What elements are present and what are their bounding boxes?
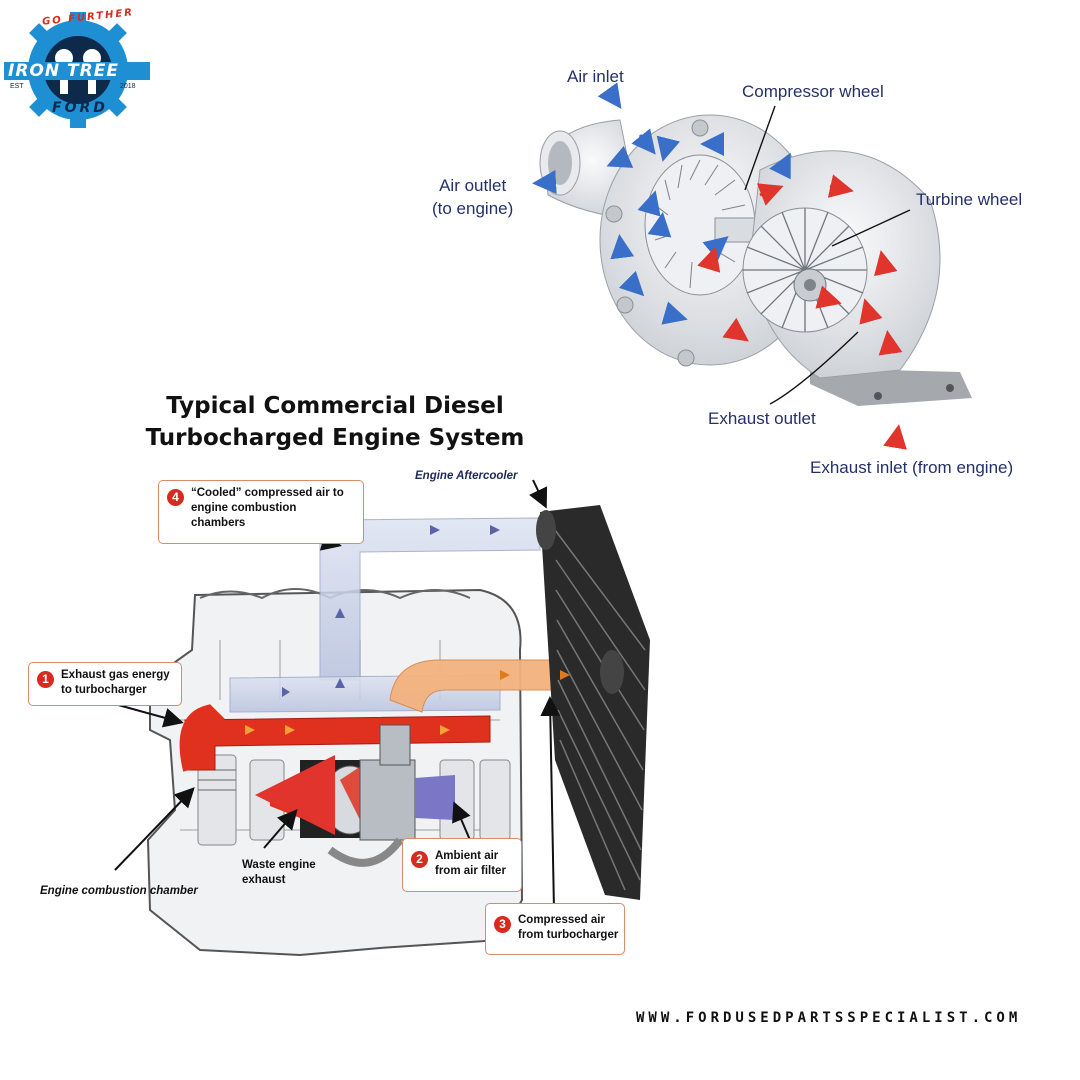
logo-gear-icon — [4, 12, 150, 128]
callout-1-line2: to turbocharger — [61, 684, 147, 696]
label-compressor-wheel: Compressor wheel — [742, 82, 884, 101]
label-waste-exhaust: Waste engine exhaust — [242, 858, 316, 888]
callout-2-line1: Ambient air — [435, 850, 499, 862]
callout-4: 4 “Cooled” compressed air to engine comb… — [158, 480, 364, 544]
label-combustion-chamber: Engine combustion chamber — [40, 885, 198, 897]
engine-title-line2: Turbocharged Engine System — [145, 425, 525, 451]
label-waste-exhaust-line1: Waste engine — [242, 859, 316, 871]
callout-3-number: 3 — [494, 916, 511, 933]
turbocharger-illustration — [532, 82, 972, 450]
logo-brand: FORD — [52, 100, 108, 116]
label-turbine-wheel: Turbine wheel — [916, 190, 1023, 209]
label-air-inlet: Air inlet — [567, 67, 624, 86]
callout-3: 3 Compressed air from turbocharger — [485, 903, 625, 955]
callout-4-line1: “Cooled” compressed air to — [191, 487, 344, 499]
callout-4-number: 4 — [167, 489, 184, 506]
callout-1-line1: Exhaust gas energy — [61, 669, 170, 681]
callout-4-line2: engine combustion — [191, 502, 297, 514]
label-exhaust-inlet: Exhaust inlet (from engine) — [810, 458, 1014, 477]
callout-1-number: 1 — [37, 671, 54, 688]
label-air-outlet-line2: (to engine) — [432, 199, 514, 218]
label-waste-exhaust-line2: exhaust — [242, 874, 286, 886]
callout-2-number: 2 — [411, 851, 428, 868]
label-air-outlet-line1: Air outlet — [439, 176, 507, 195]
callout-2-line2: from air filter — [435, 865, 506, 877]
logo-est: EST — [10, 83, 24, 90]
callout-1: 1 Exhaust gas energy to turbocharger — [28, 662, 182, 706]
callout-3-line2: from turbocharger — [518, 929, 619, 941]
logo-year: 2018 — [120, 83, 136, 90]
website-url: WWW.FORDUSEDPARTSSPECIALIST.COM — [636, 1010, 1022, 1026]
logo-name: IRON TREE — [8, 61, 119, 81]
engine-title: Typical Commercial Diesel Turbocharged E… — [140, 390, 530, 454]
label-exhaust-outlet: Exhaust outlet — [708, 409, 816, 428]
callout-3-line1: Compressed air — [518, 914, 605, 926]
engine-title-line1: Typical Commercial Diesel — [166, 393, 504, 419]
label-aftercooler: Engine Aftercooler — [415, 470, 518, 482]
label-air-outlet: Air outlet (to engine) — [432, 174, 513, 220]
callout-4-line3: chambers — [191, 517, 246, 529]
engine-system-illustration — [99, 479, 650, 957]
callout-2: 2 Ambient air from air filter — [402, 838, 522, 892]
